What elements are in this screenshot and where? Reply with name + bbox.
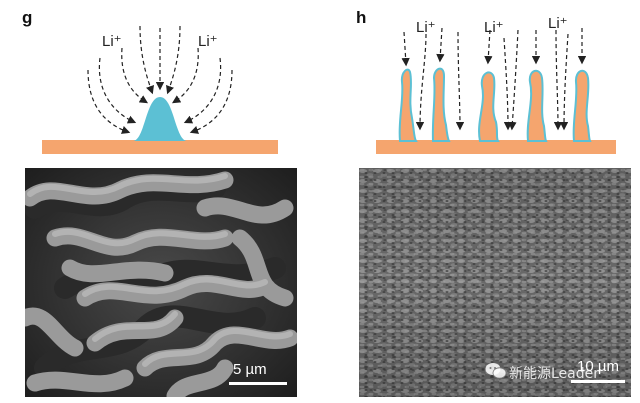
panel-h-letter: h xyxy=(356,8,367,27)
scale-bar xyxy=(571,380,625,383)
sem-mossy-texture xyxy=(25,168,297,397)
li-ion-label: Li⁺ xyxy=(416,19,436,36)
li-ion-label: Li⁺ xyxy=(484,19,504,36)
li-ion-label: Li⁺ xyxy=(102,33,122,50)
sem-image-h: 新能源Leader 10 µm xyxy=(359,168,631,397)
ion-flux-arrows xyxy=(87,25,233,134)
ion-flux-arrows xyxy=(401,27,587,131)
columnar-deposits xyxy=(398,67,592,142)
dendrite-bump xyxy=(133,97,187,141)
li-ion-label: Li⁺ xyxy=(198,33,218,50)
diagram-h-schematic: Li⁺ Li⁺ Li⁺ xyxy=(376,15,616,154)
substrate-bar xyxy=(42,140,278,154)
sem-columnar-texture xyxy=(359,168,631,397)
scale-bar-label: 10 µm xyxy=(577,358,619,375)
sem-image-g: 5 µm xyxy=(25,168,297,397)
scale-bar-label: 5 µm xyxy=(233,361,267,378)
diagram-g-schematic: Li⁺ Li⁺ xyxy=(42,25,278,154)
li-ion-label: Li⁺ xyxy=(548,15,568,32)
substrate-bar xyxy=(376,140,616,154)
scale-bar xyxy=(229,382,287,385)
wechat-icon xyxy=(485,363,507,379)
panel-g-letter: g xyxy=(22,8,33,27)
watermark-text: 新能源Leader xyxy=(509,366,600,382)
